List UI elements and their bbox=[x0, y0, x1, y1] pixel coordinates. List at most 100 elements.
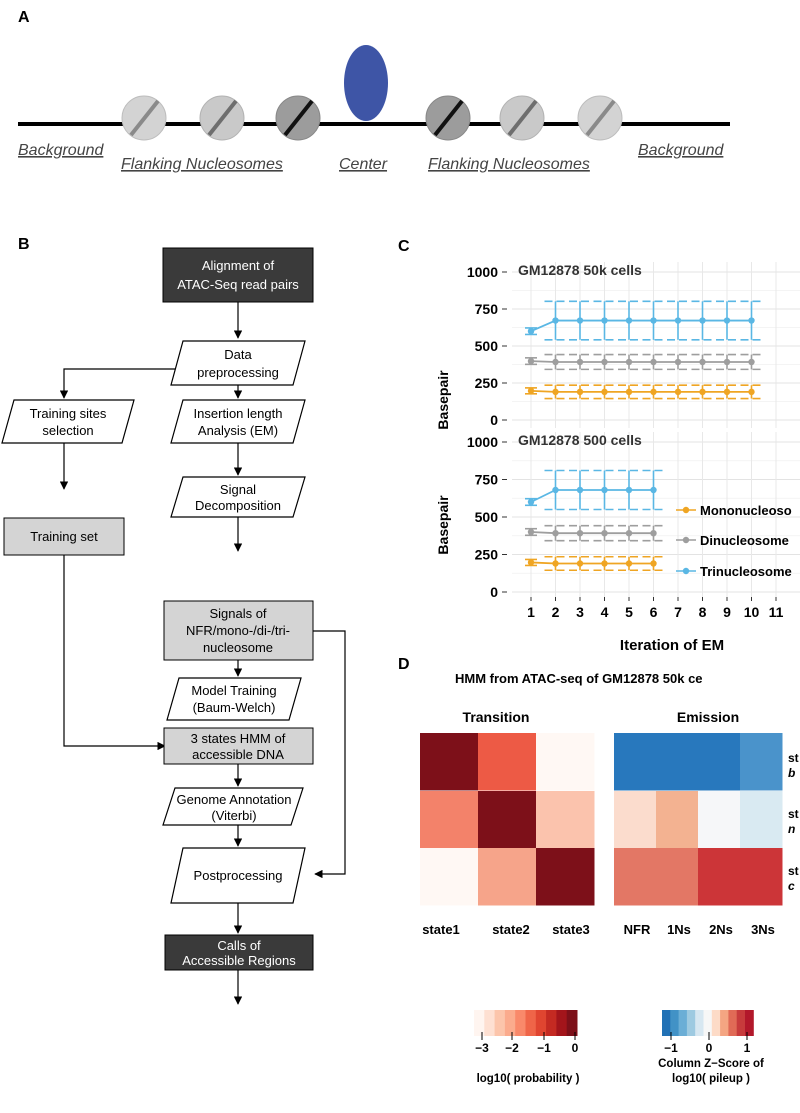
transition-cell bbox=[420, 733, 479, 791]
scale1-labels: −3 −2 −1 0 log10( probability ) bbox=[475, 1041, 579, 1085]
emission-cell bbox=[656, 791, 699, 849]
emission-columns: NFR 1Ns 2Ns 3Ns bbox=[624, 922, 775, 937]
svg-text:−1: −1 bbox=[664, 1041, 678, 1055]
data-point bbox=[601, 388, 608, 396]
scale1-swatch bbox=[515, 1010, 526, 1036]
scale2-swatch bbox=[711, 1010, 721, 1036]
data-point bbox=[552, 486, 559, 494]
svg-text:Decomposition: Decomposition bbox=[195, 498, 281, 513]
svg-text:selection: selection bbox=[42, 423, 93, 438]
transition-cell bbox=[478, 848, 537, 906]
legend-label: Trinucleosome bbox=[700, 564, 792, 579]
transition-cell bbox=[536, 791, 595, 849]
data-point bbox=[576, 486, 584, 494]
emission-title: Emission bbox=[677, 709, 739, 725]
ytick-label: 1000 bbox=[467, 264, 498, 280]
legend-label: Dinucleosome bbox=[700, 533, 789, 548]
scale2-swatch bbox=[662, 1010, 671, 1036]
svg-text:Signals of: Signals of bbox=[209, 606, 266, 621]
emission-cell bbox=[740, 791, 783, 849]
data-point bbox=[576, 388, 584, 396]
svg-text:NFR/mono-/di-/tri-: NFR/mono-/di-/tri- bbox=[186, 623, 290, 638]
scale1-swatch bbox=[474, 1010, 485, 1036]
node-genome-annotation: Genome Annotation (Viterbi) bbox=[162, 787, 304, 826]
ytick-label: 750 bbox=[475, 301, 499, 317]
chart-2-grid bbox=[512, 432, 800, 600]
scale1-swatch bbox=[556, 1010, 568, 1036]
c2-ylabel: Basepair bbox=[435, 495, 451, 555]
flow-connectors bbox=[59, 302, 346, 1005]
series-dinucleosome bbox=[525, 353, 763, 371]
data-point bbox=[650, 317, 657, 324]
xtick-label: 6 bbox=[650, 604, 658, 620]
transition-cell bbox=[478, 733, 537, 791]
transition-columns: state1 state2 state3 bbox=[422, 922, 590, 937]
scale2-swatch bbox=[745, 1010, 754, 1036]
xtick-label: 10 bbox=[744, 604, 760, 620]
xtick-label: 5 bbox=[625, 604, 633, 620]
scale1-swatch bbox=[525, 1010, 537, 1036]
legend-marker bbox=[682, 567, 690, 575]
transition-cell bbox=[536, 733, 595, 791]
svg-text:Postprocessing: Postprocessing bbox=[194, 868, 283, 883]
scale1-swatch bbox=[484, 1010, 496, 1036]
node-postprocessing: Postprocessing bbox=[170, 847, 306, 904]
data-point bbox=[674, 317, 682, 324]
color-scales bbox=[474, 1010, 754, 1040]
node-training-set: Training set bbox=[3, 517, 125, 556]
data-point bbox=[723, 358, 731, 366]
panel-letter-b: B bbox=[18, 236, 30, 253]
emission-cell bbox=[614, 791, 657, 849]
data-point bbox=[527, 328, 535, 335]
data-point bbox=[552, 530, 559, 537]
nucleosome-1 bbox=[121, 95, 167, 141]
data-point bbox=[674, 358, 682, 366]
xtick-label: 9 bbox=[723, 604, 731, 620]
svg-text:state2: state2 bbox=[492, 922, 530, 937]
nucleosome-2 bbox=[199, 95, 245, 141]
ytick-label: 0 bbox=[490, 412, 498, 428]
legend-marker bbox=[682, 506, 690, 514]
c-xlabel: Iteration of EM bbox=[620, 637, 724, 654]
data-point bbox=[699, 388, 706, 396]
svg-text:n: n bbox=[788, 822, 795, 836]
svg-text:Analysis (EM): Analysis (EM) bbox=[198, 423, 278, 438]
data-point bbox=[748, 358, 755, 366]
data-point bbox=[625, 486, 633, 494]
c1-ylabel: Basepair bbox=[435, 370, 451, 430]
data-point bbox=[699, 317, 706, 324]
svg-text:−1: −1 bbox=[537, 1041, 551, 1055]
data-point bbox=[625, 388, 633, 396]
data-point bbox=[625, 317, 633, 324]
transition-cell bbox=[478, 791, 537, 849]
svg-text:state3: state3 bbox=[552, 922, 590, 937]
svg-text:3Ns: 3Ns bbox=[751, 922, 775, 937]
series-trinucleosome bbox=[525, 300, 763, 341]
scale2-labels: −1 0 1 Column Z−Score of log10( pileup ) bbox=[658, 1041, 764, 1085]
legend-marker bbox=[682, 536, 690, 544]
scale1-swatch bbox=[504, 1010, 516, 1036]
data-point bbox=[576, 530, 584, 537]
emission-cell bbox=[614, 733, 657, 791]
data-point bbox=[650, 486, 657, 494]
scale1-swatch bbox=[535, 1010, 547, 1036]
data-point bbox=[650, 560, 657, 567]
data-point bbox=[723, 317, 731, 324]
svg-text:−2: −2 bbox=[505, 1041, 519, 1055]
data-point bbox=[576, 358, 584, 366]
data-point bbox=[527, 559, 535, 566]
xtick-label: 11 bbox=[769, 604, 784, 620]
data-point bbox=[527, 528, 535, 536]
emission-cell bbox=[656, 733, 699, 791]
ytick-label: 500 bbox=[475, 338, 499, 354]
chart-title: GM12878 500 cells bbox=[518, 432, 642, 448]
data-point bbox=[552, 388, 559, 396]
scale1-swatch bbox=[494, 1010, 506, 1036]
svg-text:3 states HMM of: 3 states HMM of bbox=[191, 731, 286, 746]
node-hmm: 3 states HMM of accessible DNA bbox=[163, 727, 314, 765]
xtick-label: 2 bbox=[552, 604, 560, 620]
emission-cell bbox=[656, 848, 699, 906]
node-data-preprocessing: Data preprocessing bbox=[170, 340, 306, 386]
